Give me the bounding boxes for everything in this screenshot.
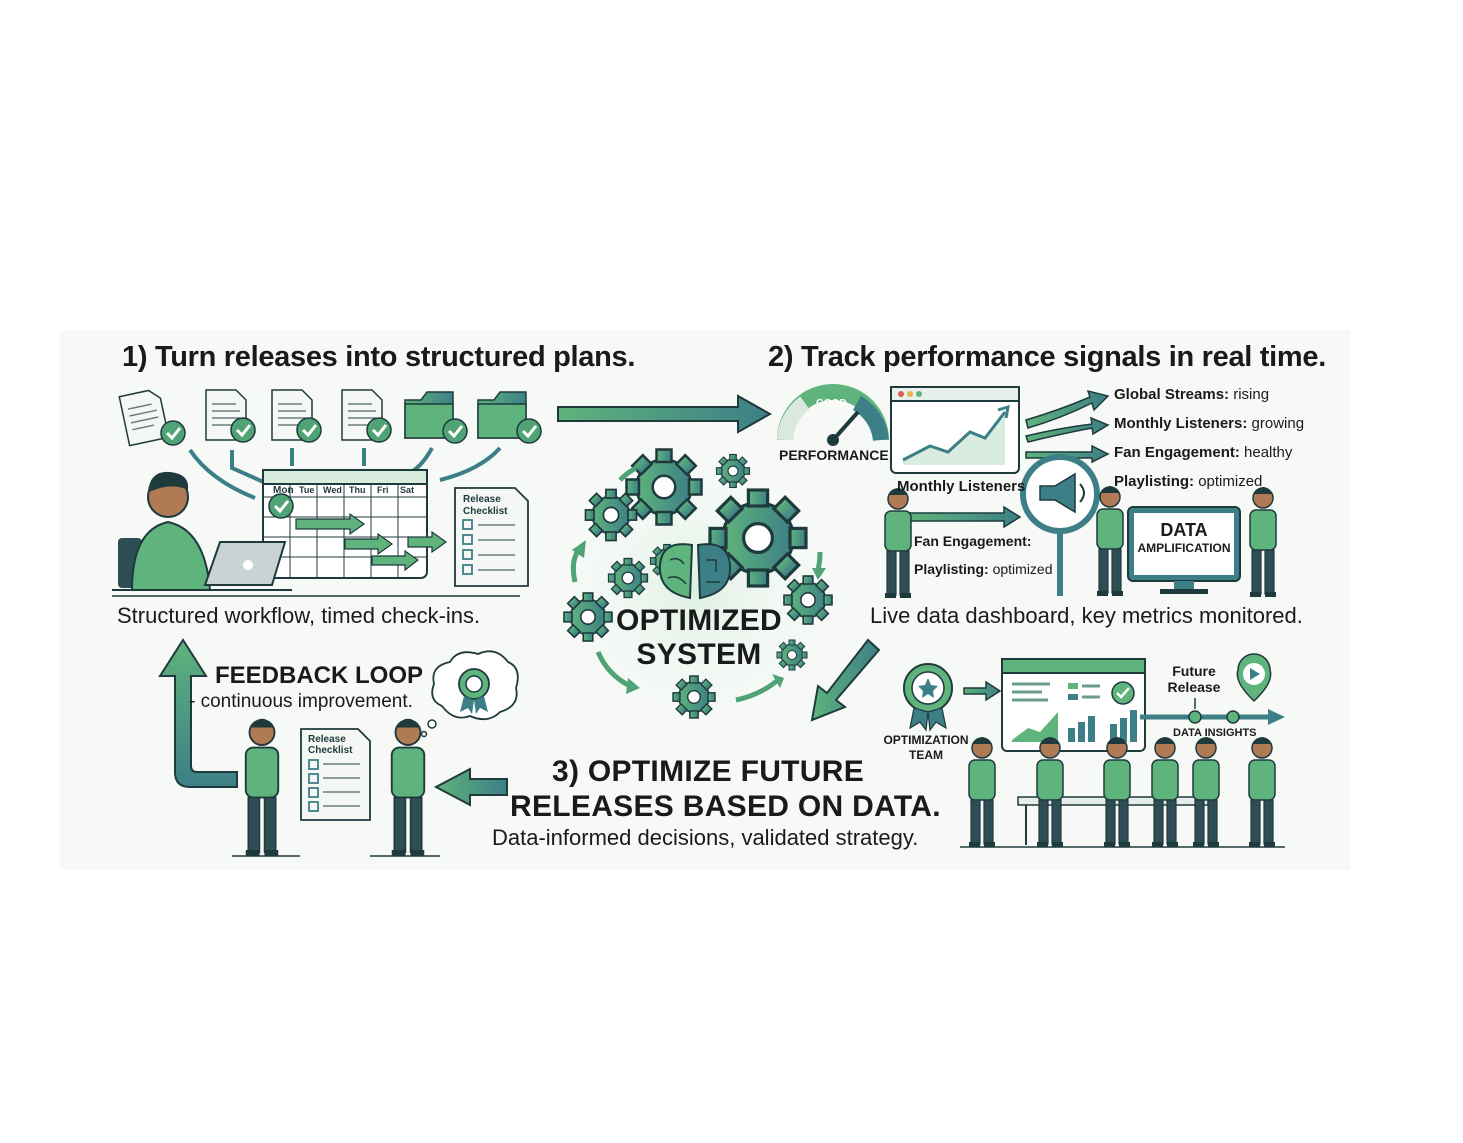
release-checklist-2 bbox=[300, 728, 371, 821]
arrow-badge-to-board bbox=[963, 680, 1002, 702]
insights-dashboard bbox=[1001, 658, 1146, 752]
checklist-1-title-1: Release bbox=[463, 494, 501, 505]
center-title-line-1: OPTIMIZED bbox=[615, 604, 783, 637]
metric-monthly-listeners: Monthly Listeners: growing bbox=[1114, 415, 1305, 432]
checklist-1-title-2: Checklist bbox=[463, 506, 508, 517]
checklist-2-title-2: Checklist bbox=[308, 745, 353, 756]
cal-day-thu: Thu bbox=[349, 485, 366, 495]
data-insights-label: DATA INSIGHTS bbox=[1173, 727, 1257, 739]
future-release-line-1: Future bbox=[1172, 663, 1216, 679]
cal-day-fri: Fri bbox=[377, 485, 389, 495]
future-release-timeline bbox=[1140, 653, 1285, 725]
gauge-good-label: GOOD bbox=[816, 398, 847, 409]
monthly-listeners-label: Monthly Listeners bbox=[897, 478, 1026, 495]
future-release-label: Future Release bbox=[1160, 663, 1228, 695]
center-title: OPTIMIZED SYSTEM bbox=[610, 604, 788, 672]
thought-bubble bbox=[420, 650, 519, 738]
megaphone-sign bbox=[1020, 454, 1100, 596]
monitor-amplification-label: AMPLIFICATION bbox=[1137, 541, 1231, 555]
arrow-to-section-2 bbox=[557, 394, 773, 434]
cal-day-tue: Tue bbox=[299, 485, 314, 495]
section-3-heading-line-1: 3) OPTIMIZE FUTURE bbox=[551, 755, 865, 788]
optimization-team-line-2: TEAM bbox=[909, 748, 943, 762]
playlisting-line: Playlisting: optimized bbox=[914, 561, 1053, 577]
person-at-laptop bbox=[112, 471, 520, 597]
monitor-data-label: DATA bbox=[1160, 520, 1208, 540]
section-3-caption: Data-informed decisions, validated strat… bbox=[492, 825, 919, 850]
data-amplification-monitor bbox=[1127, 506, 1241, 594]
section-2-caption: Live data dashboard, key metrics monitor… bbox=[870, 603, 1303, 628]
cycle-arrowheads bbox=[572, 540, 826, 694]
arrow-to-sign bbox=[909, 505, 1022, 529]
fan-engagement-label: Fan Engagement: bbox=[914, 533, 1032, 549]
feedback-loop-arrow bbox=[158, 638, 238, 788]
optimization-team-label: OPTIMIZATION TEAM bbox=[878, 733, 974, 763]
section-1-caption: Structured workflow, timed check-ins. bbox=[117, 603, 481, 628]
section-1-heading: 1) Turn releases into structured plans. bbox=[122, 341, 636, 373]
performance-label: PERFORMANCE bbox=[779, 447, 889, 463]
section-3-heading: 3) OPTIMIZE FUTURE RELEASES BASED ON DAT… bbox=[510, 754, 941, 824]
release-checklist-1 bbox=[454, 487, 529, 587]
section-2-heading: 2) Track performance signals in real tim… bbox=[768, 341, 1326, 373]
future-release-line-2: Release bbox=[1167, 679, 1221, 695]
metric-playlisting: Playlisting: optimized bbox=[1114, 473, 1263, 490]
checklist-2-title-1: Release bbox=[308, 734, 346, 745]
line-chart-window bbox=[890, 386, 1020, 474]
brain-icon bbox=[658, 543, 732, 600]
doc-to-calendar-arrows bbox=[188, 446, 502, 500]
section-3-heading-line-2: RELEASES BASED ON DATA. bbox=[510, 790, 941, 823]
cal-day-mon: Mon bbox=[273, 485, 294, 496]
arrow-to-section-3 bbox=[810, 638, 881, 722]
feedback-loop-subtitle: - continuous improvement. bbox=[189, 691, 413, 712]
performance-gauge bbox=[777, 384, 889, 446]
metric-fan-engagement: Fan Engagement: healthy bbox=[1114, 444, 1293, 461]
metric-global-streams: Global Streams: rising bbox=[1114, 386, 1270, 403]
optimization-team-line-1: OPTIMIZATION bbox=[883, 733, 969, 747]
feedback-loop-title: FEEDBACK LOOP bbox=[215, 662, 424, 689]
calendar bbox=[262, 469, 448, 579]
arrow-to-feedback bbox=[433, 767, 508, 807]
center-title-line-2: SYSTEM bbox=[636, 638, 762, 671]
cal-day-wed: Wed bbox=[323, 485, 342, 495]
cal-day-sat: Sat bbox=[400, 485, 414, 495]
optimization-team-badge bbox=[903, 663, 953, 732]
